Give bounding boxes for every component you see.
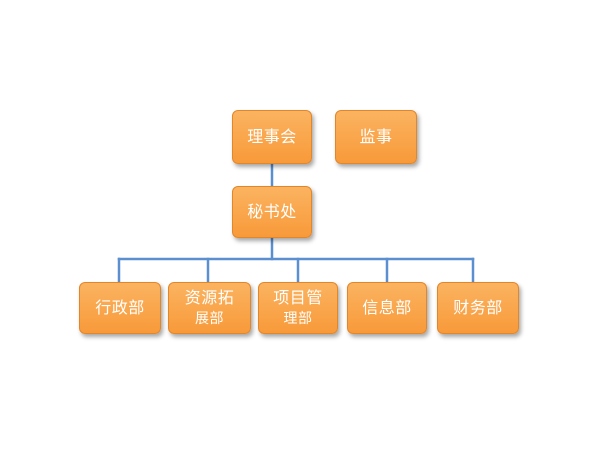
node-project-dept-label-line2: 理部 bbox=[283, 310, 313, 327]
node-secretariat: 秘书处 bbox=[232, 186, 312, 238]
node-info-dept: 信息部 bbox=[347, 282, 427, 334]
node-project-dept: 项目管 理部 bbox=[258, 282, 338, 334]
node-project-dept-label-line1: 项目管 bbox=[273, 288, 323, 308]
node-supervisor-label: 监事 bbox=[359, 126, 393, 146]
node-resource-dept-label-line1: 资源拓 bbox=[184, 288, 235, 308]
node-info-dept-label: 信息部 bbox=[362, 297, 412, 317]
node-resource-dept-label-line2: 展部 bbox=[195, 310, 224, 327]
node-finance-dept: 财务部 bbox=[437, 282, 519, 334]
node-resource-dept: 资源拓 展部 bbox=[168, 282, 251, 334]
node-admin-dept: 行政部 bbox=[79, 282, 161, 334]
node-admin-dept-label: 行政部 bbox=[95, 297, 145, 317]
node-council: 理事会 bbox=[232, 110, 312, 164]
node-council-label: 理事会 bbox=[247, 126, 297, 146]
node-supervisor: 监事 bbox=[335, 110, 417, 164]
node-finance-dept-label: 财务部 bbox=[453, 297, 503, 317]
node-secretariat-label: 秘书处 bbox=[247, 201, 297, 221]
